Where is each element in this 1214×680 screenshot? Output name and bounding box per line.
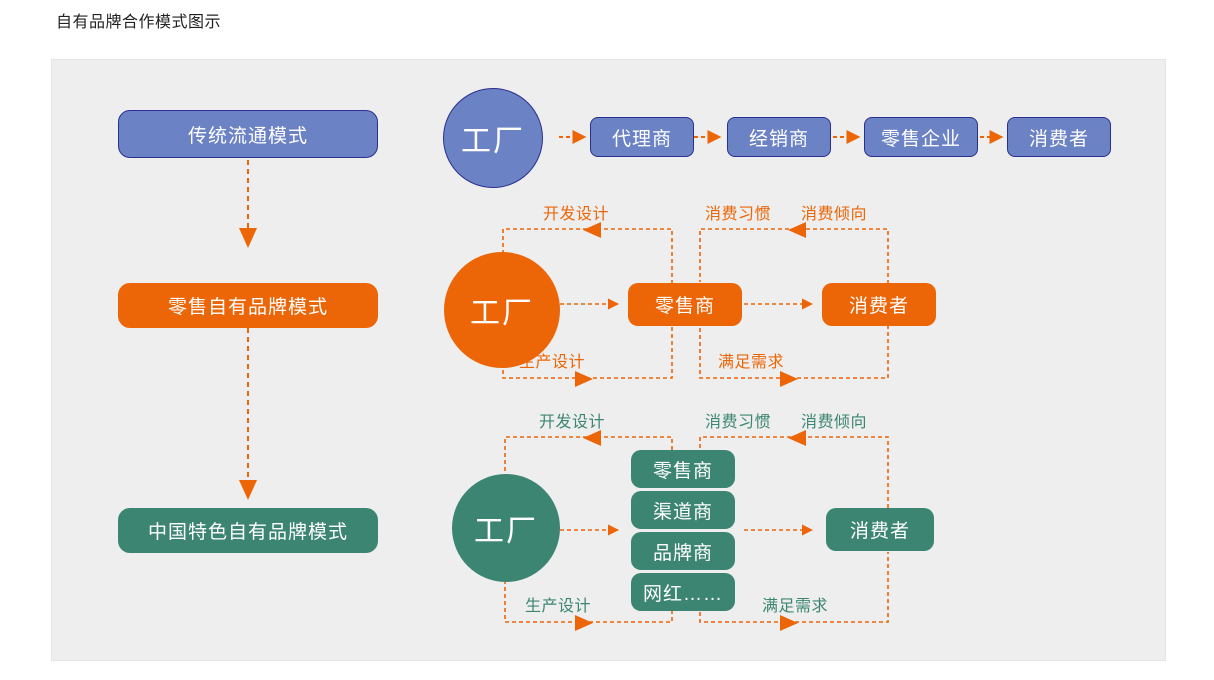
node-consumer-row3[interactable]: 消费者 [826, 508, 934, 551]
edge-label-consume-habit-row2: 消费习惯 [705, 206, 772, 223]
edge-label-consume-tendency-row3: 消费倾向 [801, 414, 868, 431]
mode-label-china-private[interactable]: 中国特色自有品牌模式 [118, 508, 378, 553]
edge-label-prod-design-row2: 生产设计 [519, 354, 586, 371]
edge-label-dev-design-row2: 开发设计 [543, 206, 610, 223]
node-brand-row3[interactable]: 品牌商 [631, 532, 735, 570]
edge-label-prod-design-row3: 生产设计 [525, 598, 592, 615]
node-consumer-row2[interactable]: 消费者 [822, 283, 936, 326]
node-retailer-row2[interactable]: 零售商 [628, 283, 742, 326]
node-consumer-traditional[interactable]: 消费者 [1007, 117, 1111, 157]
node-distributor[interactable]: 经销商 [727, 117, 831, 157]
edge-label-consume-tendency-row2: 消费倾向 [801, 206, 868, 223]
node-influencer-row3[interactable]: 网红…… [631, 573, 735, 611]
mode-label-retail-private[interactable]: 零售自有品牌模式 [118, 283, 378, 328]
factory-node-china[interactable]: 工厂 [452, 474, 560, 582]
node-channel-row3[interactable]: 渠道商 [631, 491, 735, 529]
node-retail-enterprise[interactable]: 零售企业 [864, 117, 978, 157]
factory-node-retail[interactable]: 工厂 [444, 252, 560, 368]
edge-label-meet-demand-row2: 满足需求 [718, 354, 785, 371]
node-retailer-row3[interactable]: 零售商 [631, 450, 735, 488]
edge-label-meet-demand-row3: 满足需求 [762, 598, 829, 615]
edge-label-consume-habit-row3: 消费习惯 [705, 414, 772, 431]
node-agent[interactable]: 代理商 [590, 117, 694, 157]
edge-label-dev-design-row3: 开发设计 [539, 414, 606, 431]
factory-node-traditional[interactable]: 工厂 [443, 88, 543, 188]
page-title: 自有品牌合作模式图示 [56, 14, 222, 31]
mode-label-traditional[interactable]: 传统流通模式 [118, 110, 378, 158]
